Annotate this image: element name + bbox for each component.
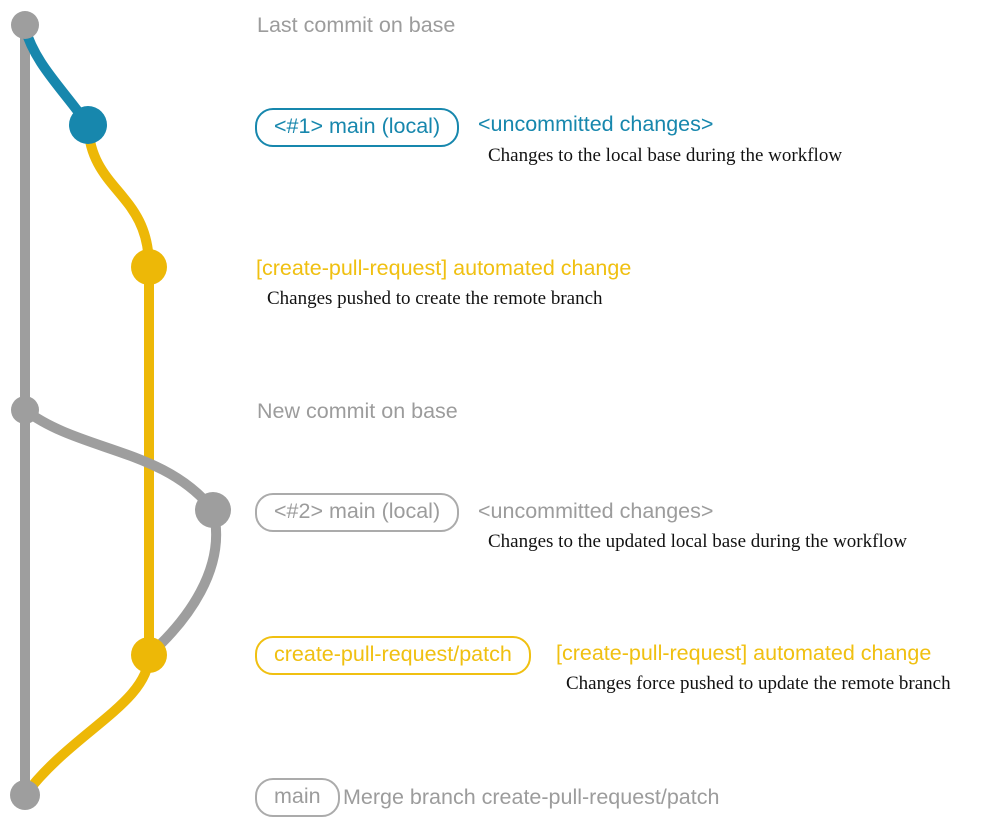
branch-badge-main-local-1: <#1> main (local)	[255, 108, 460, 147]
commit-dot-last-base	[11, 11, 39, 39]
git-graph	[10, 11, 231, 810]
commit-message-new-base: New commit on base	[257, 399, 458, 423]
branch-badge-main-local-2: <#2> main (local)	[255, 493, 460, 532]
commit-caption-automated-change-2: Changes force pushed to update the remot…	[566, 673, 951, 694]
commit-message-automated-change-1: [create-pull-request] automated change	[256, 256, 632, 280]
commit-message-merge: Merge branch create-pull-request/patch	[343, 785, 720, 809]
commit-message-uncommitted-1: <uncommitted changes>	[478, 112, 714, 136]
edge-rebase-in	[144, 505, 222, 660]
commit-message-uncommitted-2: <uncommitted changes>	[478, 499, 714, 523]
branch-badge-main: main	[255, 778, 340, 817]
branch-badge-create-pull-request-patch: create-pull-request/patch	[255, 636, 531, 675]
commit-dot-merge	[10, 780, 40, 810]
edge-merge-into-base	[20, 650, 154, 800]
edge-patch-branch-out	[83, 120, 154, 272]
commit-message-last-base: Last commit on base	[257, 13, 456, 37]
commit-caption-uncommitted-1: Changes to the local base during the wor…	[488, 145, 843, 166]
commit-message-automated-change-2: [create-pull-request] automated change	[556, 641, 932, 665]
commit-dot-main-local-1	[69, 106, 107, 144]
commit-dot-automated-change-2	[131, 637, 167, 673]
commit-caption-automated-change-1: Changes pushed to create the remote bran…	[267, 288, 603, 309]
commit-caption-uncommitted-2: Changes to the updated local base during…	[488, 531, 907, 552]
commit-dot-main-local-2	[195, 492, 231, 528]
commit-dot-new-base	[11, 396, 39, 424]
edge-rebase-out	[20, 405, 218, 515]
commit-dot-automated-change-1	[131, 249, 167, 285]
